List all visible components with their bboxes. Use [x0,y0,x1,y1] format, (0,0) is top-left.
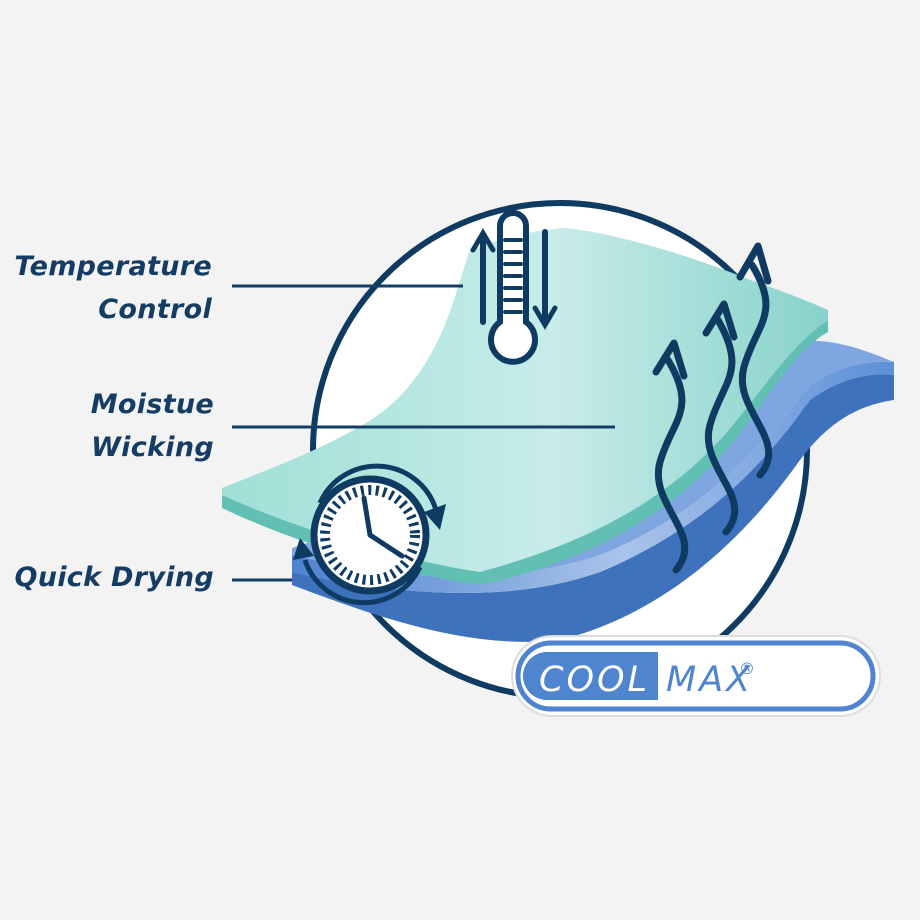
registered-mark: ® [739,659,755,678]
thermometer-icon [470,210,558,365]
temperature-control-label: Temperature Control [14,245,212,331]
moisture-label-line2: Wicking [91,432,214,463]
wavy-arrows-icon [652,242,773,574]
brand-max-text: MAX [666,660,753,700]
quick-drying-label: Quick Drying [14,556,214,599]
temperature-label-line2: Control [98,294,212,325]
coolmax-badge: COOL MAX ® [511,635,881,717]
moisture-wicking-label: Moistue Wicking [91,383,214,469]
brand-cool-text: COOL [539,660,650,700]
moisture-label-line1: Moistue [90,389,214,420]
drying-label-text: Quick Drying [14,562,214,593]
temperature-label-line1: Temperature [14,251,212,282]
clock-icon [293,463,446,606]
